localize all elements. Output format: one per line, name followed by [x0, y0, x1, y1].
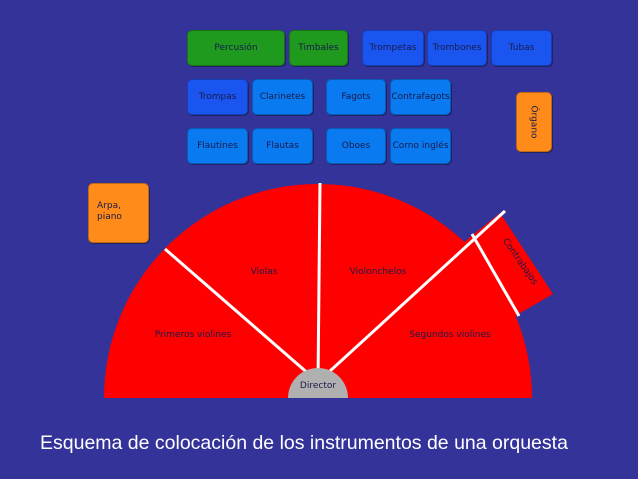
oboes-label: Oboes [341, 141, 371, 151]
arpa-piano-label: Arpa, piano [97, 201, 122, 222]
tubas-label: Tubas [508, 43, 535, 53]
director-label: Director [300, 381, 336, 391]
corno-ingles-box: Corno inglés [390, 128, 451, 164]
percusion-box: Percusión [187, 30, 285, 66]
percusion-label: Percusión [214, 43, 258, 53]
flautas-label: Flautas [266, 141, 299, 151]
violas-label: Violas [251, 267, 278, 277]
oboes-box: Oboes [326, 128, 386, 164]
timbales-label: Timbales [298, 43, 339, 53]
flautines-box: Flautines [187, 128, 248, 164]
trompetas-box: Trompetas [362, 30, 424, 66]
timbales-box: Timbales [289, 30, 348, 66]
tubas-box: Tubas [491, 30, 552, 66]
trombones-box: Trombones [427, 30, 487, 66]
contrafagots-label: Contrafagots [391, 92, 450, 102]
segundos-violines-label: Segundos violines [409, 330, 491, 340]
divider-line [470, 233, 521, 317]
fagots-box: Fagots [326, 79, 386, 115]
director-podium [288, 368, 348, 398]
divider-line [316, 182, 322, 383]
corno-ingles-label: Corno inglés [392, 141, 449, 151]
primeros-violines-label: Primeros violines [155, 330, 232, 340]
clarinetes-box: Clarinetes [252, 79, 313, 115]
trompas-label: Trompas [198, 92, 237, 102]
flautas-box: Flautas [252, 128, 313, 164]
trompas-box: Trompas [187, 79, 248, 115]
divider-line [164, 247, 319, 384]
contrabajos-section [458, 213, 553, 316]
contrafagots-box: Contrafagots [390, 79, 451, 115]
violonchelos-label: Violonchelos [350, 267, 407, 277]
fagots-label: Fagots [341, 92, 371, 102]
trombones-label: Trombones [432, 43, 482, 53]
trompetas-label: Trompetas [369, 43, 417, 53]
arpa-piano-box: Arpa, piano [88, 183, 149, 243]
flautines-label: Flautines [197, 141, 238, 151]
clarinetes-label: Clarinetes [259, 92, 306, 102]
caption: Esquema de colocación de los instrumento… [40, 432, 568, 454]
organo-box: Órgano [516, 92, 552, 152]
